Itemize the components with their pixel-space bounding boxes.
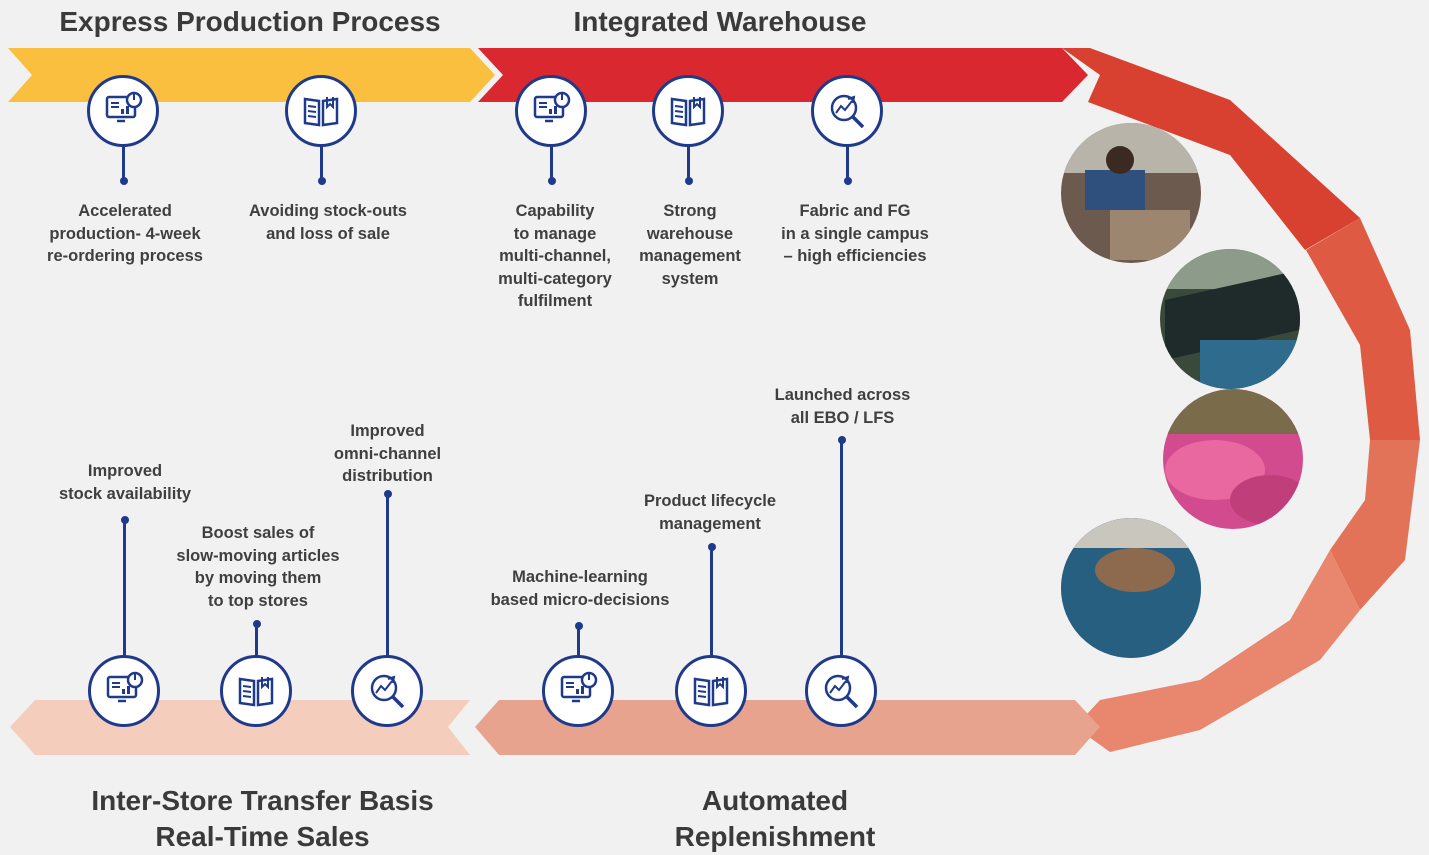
item-label: Improved stock availability (58, 462, 192, 503)
garment-workers-photo (1061, 123, 1201, 263)
stem-dot (548, 177, 556, 185)
sewing-machines-photo (1160, 249, 1300, 389)
stem-dot (685, 177, 693, 185)
stem (687, 145, 690, 180)
monitor-analytics-icon (515, 75, 587, 147)
integrated-warehouse-title: Integrated Warehouse (573, 6, 867, 37)
hand-stitching-photo (1061, 518, 1201, 658)
integrated-warehouse-band (478, 48, 1088, 102)
express-production-band (8, 48, 495, 102)
arc-segment-4 (1075, 550, 1360, 752)
monitor-analytics-icon (87, 75, 159, 147)
open-book-icon (675, 655, 747, 727)
stem (255, 624, 258, 660)
open-book-icon (652, 75, 724, 147)
stem (320, 145, 323, 180)
open-book-icon (285, 75, 357, 147)
item-label: Improved omni-channel distribution (333, 422, 442, 485)
stem (550, 145, 553, 180)
stem (386, 494, 389, 660)
automated-replenishment-band (475, 700, 1100, 755)
item-label: Machine-learning based micro-decisions (490, 568, 670, 609)
growth-magnifier-icon (351, 655, 423, 727)
arc-segment-3 (1330, 440, 1420, 610)
stem (123, 520, 126, 660)
stem (122, 145, 125, 180)
automated-replenishment-title: Automated Replenishment (674, 785, 876, 852)
item-label: Strong warehouse management system (639, 202, 741, 288)
express-production-title: Express Production Process (59, 6, 441, 37)
item-label: Avoiding stock-outs and loss of sale (249, 202, 407, 243)
stem (710, 547, 713, 660)
growth-magnifier-icon (805, 655, 877, 727)
growth-magnifier-icon (811, 75, 883, 147)
stem-dot (120, 177, 128, 185)
monitor-analytics-icon (542, 655, 614, 727)
item-label: Fabric and FG in a single campus – high … (781, 202, 929, 265)
pink-fabric-photo (1163, 389, 1303, 529)
arc-segment-1 (1062, 48, 1360, 250)
open-book-icon (220, 655, 292, 727)
item-label: Launched across all EBO / LFS (774, 386, 911, 427)
item-label: Capability to manage multi-channel, mult… (498, 202, 612, 310)
stem (577, 626, 580, 660)
stem-dot (318, 177, 326, 185)
stem (840, 440, 843, 660)
item-label: Product lifecycle management (643, 492, 777, 533)
arc-segment-2 (1306, 218, 1420, 440)
stem (846, 145, 849, 180)
stem-dot (844, 177, 852, 185)
inter-store-transfer-title: Inter-Store Transfer Basis Real-Time Sal… (91, 785, 434, 852)
item-label: Accelerated production- 4-week re-orderi… (47, 202, 203, 265)
monitor-analytics-icon (88, 655, 160, 727)
item-label: Boost sales of slow-moving articles by m… (176, 524, 340, 610)
